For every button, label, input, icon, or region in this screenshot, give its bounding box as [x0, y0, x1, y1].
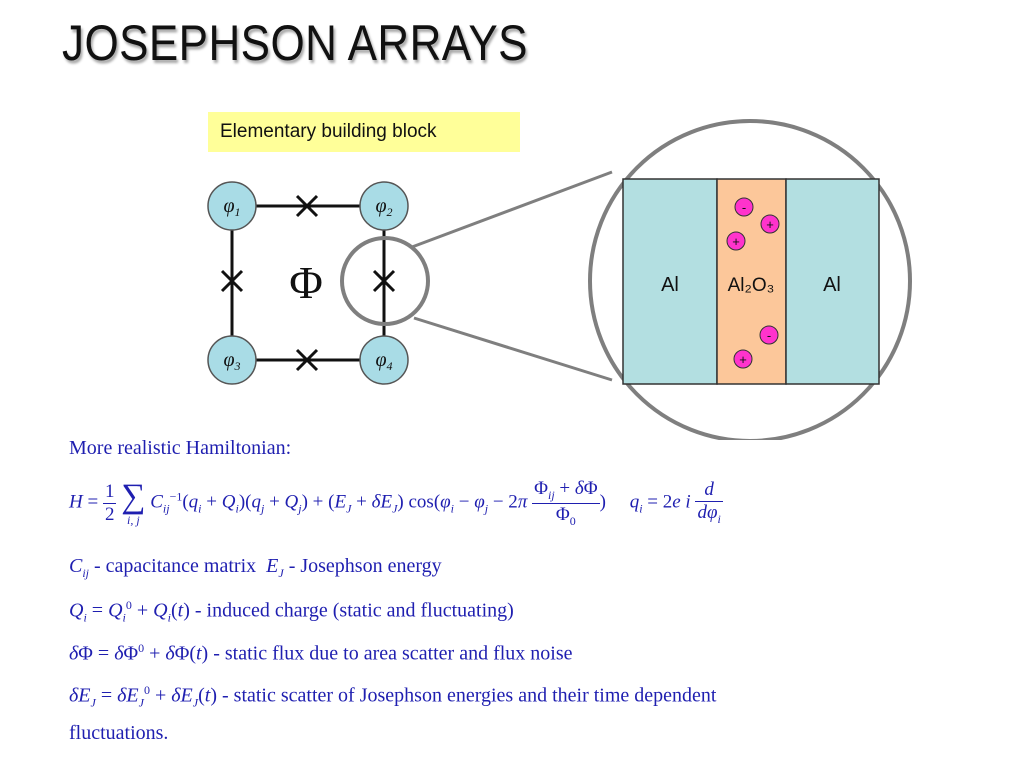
layer-oxide-label: Al₂O₃ — [728, 275, 775, 296]
flux-symbol: Φ — [289, 257, 323, 308]
charge-plus-1: + — [760, 214, 780, 234]
building-block-label: Elementary building block — [208, 112, 520, 152]
svg-text:+: + — [732, 234, 740, 249]
junction-cross-right — [372, 269, 396, 293]
layer-al-left-label: Al — [661, 274, 679, 296]
charge-plus-3: + — [733, 349, 753, 369]
svg-text:φ3: φ3 — [223, 349, 240, 373]
flux-scatter-line: δΦ = δΦ0 + δΦ(t) - static flux due to ar… — [69, 641, 573, 665]
charge-plus-2: + — [726, 231, 746, 251]
junction-cross-bottom — [295, 348, 319, 372]
cij-ej-line: Cij - capacitance matrix EJ - Josephson … — [69, 555, 442, 580]
josephson-diagram: φ1 φ2 φ3 φ4 Φ Al Al₂O₃ Al - — [207, 119, 912, 440]
junction-crosses — [220, 194, 396, 372]
svg-text:-: - — [767, 328, 771, 343]
zoom-highlight-ellipse — [340, 236, 430, 326]
layer-al-right-label: Al — [823, 274, 841, 296]
svg-text:φ1: φ1 — [223, 195, 240, 219]
charge-minus-1: - — [734, 197, 754, 217]
node-phi2: φ2 — [359, 181, 409, 231]
svg-text:+: + — [739, 352, 747, 367]
charge-minus-2: - — [759, 325, 779, 345]
zoom-connector-lines — [411, 170, 613, 382]
layer-al-left — [622, 178, 718, 385]
svg-text:φ4: φ4 — [375, 349, 392, 373]
ej-scatter-line: δEJ = δEJ0 + δEJ(t) - static scatter of … — [69, 683, 717, 710]
layer-al-right — [785, 178, 880, 385]
layer-oxide — [716, 178, 787, 385]
hamiltonian-intro: More realistic Hamiltonian: — [69, 437, 292, 459]
slide-title: JOSEPHSON ARRAYS — [62, 15, 528, 71]
ej-scatter-line-cont: fluctuations. — [69, 722, 169, 744]
node-phi4: φ4 — [359, 335, 409, 385]
svg-text:φ2: φ2 — [375, 195, 392, 219]
node-phi3: φ3 — [207, 335, 257, 385]
node-phi1: φ1 — [207, 181, 257, 231]
svg-text:+: + — [766, 217, 774, 232]
svg-text:-: - — [742, 200, 746, 215]
induced-charge-line: Qi = Qi0 + Qi(t) - induced charge (stati… — [69, 598, 514, 625]
junction-cross-top — [295, 194, 319, 218]
junction-cross-left — [220, 269, 244, 293]
